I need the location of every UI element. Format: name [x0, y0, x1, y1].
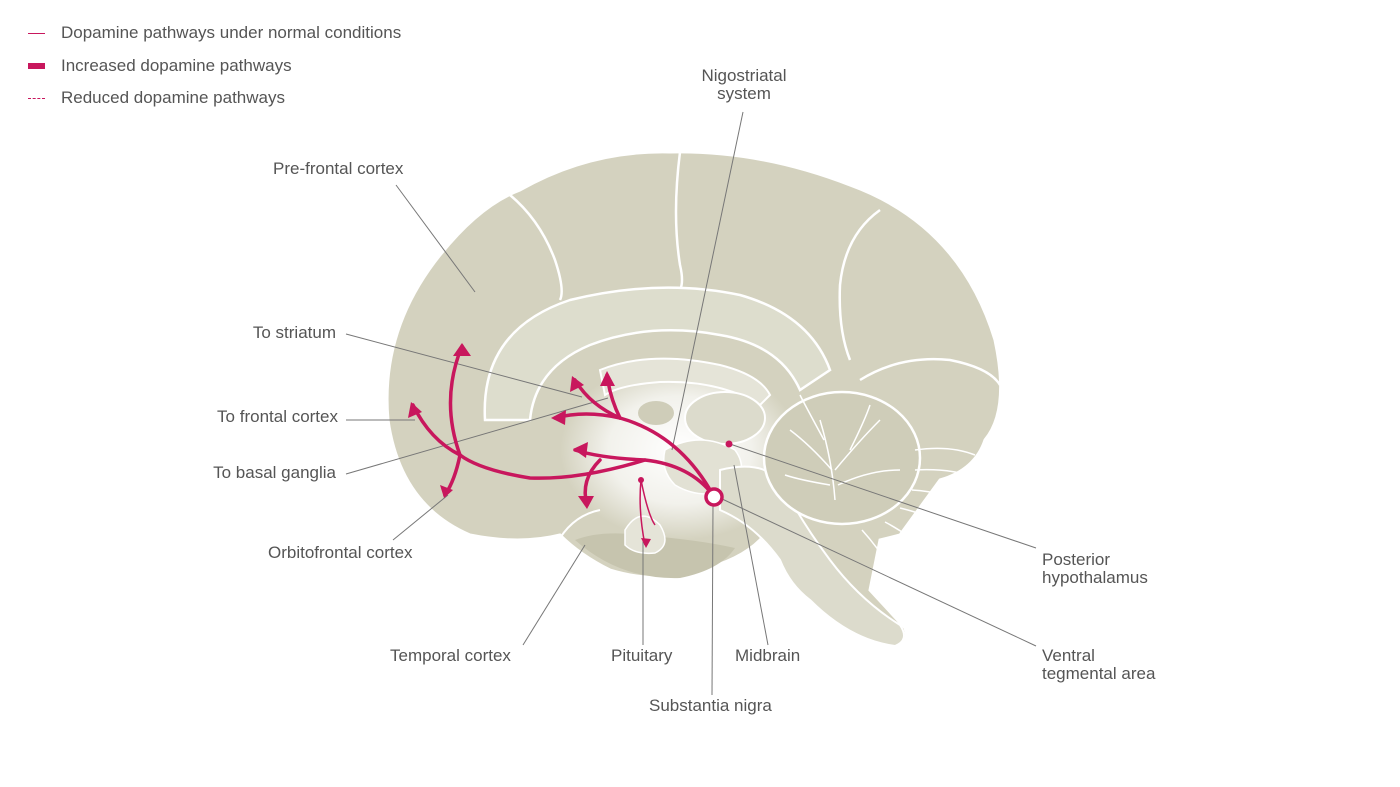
legend-increased: Increased dopamine pathways [28, 55, 292, 77]
pathway-main [458, 453, 647, 480]
sulcus-3 [838, 208, 881, 361]
legend-reduced: Reduced dopamine pathways [28, 87, 285, 109]
label-to-striatum: To striatum [252, 323, 336, 342]
pathway-arrowheads [408, 343, 615, 509]
legend-normal: Dopamine pathways under normal condition… [28, 22, 401, 44]
legend-normal-swatch [28, 32, 45, 34]
legend-increased-swatch [28, 63, 45, 69]
sulcus-2 [674, 151, 684, 291]
hypothalamic-node [638, 477, 644, 483]
label-nigostriatal-line1: Nigostriatal [701, 66, 787, 85]
label-orbitofrontal-cortex: Orbitofrontal cortex [268, 543, 413, 562]
label-posterior-hypothalamus: Posterior hypothalamus [1042, 551, 1148, 587]
label-temporal-cortex: Temporal cortex [390, 646, 511, 665]
corpus-callosum [483, 286, 832, 422]
label-nigostriatal: Nigostriatal system [694, 67, 794, 103]
vta-node [704, 487, 724, 507]
sulcus-1 [509, 194, 563, 301]
label-ventral-tegmental-area: Ventral tegmental area [1042, 647, 1155, 683]
label-pituitary: Pituitary [611, 646, 673, 665]
pituitary-gland [624, 515, 666, 555]
fornix [598, 357, 772, 407]
posterior-hypothalamus-node [725, 440, 733, 448]
label-ventral-line1: Ventral [1042, 646, 1095, 665]
label-substantia-nigra: Substantia nigra [649, 696, 772, 715]
temporal-lobe [575, 533, 735, 579]
label-posterior-line2: hypothalamus [1042, 568, 1148, 587]
sulcus-4 [859, 357, 1002, 386]
legend-reduced-label: Reduced dopamine pathways [61, 88, 285, 107]
pathway-nigrostriatal [553, 412, 715, 497]
label-to-basal-ganglia: To basal ganglia [213, 463, 336, 482]
leader-lines [345, 111, 1037, 696]
label-posterior-line1: Posterior [1042, 550, 1111, 569]
label-prefrontal-cortex: Pre-frontal cortex [273, 159, 404, 178]
legend-normal-label: Dopamine pathways under normal condition… [61, 23, 402, 42]
label-ventral-line2: tegmental area [1042, 664, 1156, 683]
legend-increased-label: Increased dopamine pathways [61, 56, 292, 75]
label-to-frontal-cortex: To frontal cortex [217, 407, 338, 426]
legend-reduced-swatch [28, 97, 45, 99]
label-midbrain: Midbrain [735, 646, 801, 665]
pathway-to-striatum-upper [448, 344, 464, 457]
cerebellum-folia [861, 447, 979, 576]
cerebellum [762, 390, 922, 526]
anterior-commissure [638, 401, 674, 425]
arbor-vitae [784, 394, 901, 501]
thalamus [684, 391, 766, 445]
label-nigostriatal-line2: system [717, 84, 771, 103]
